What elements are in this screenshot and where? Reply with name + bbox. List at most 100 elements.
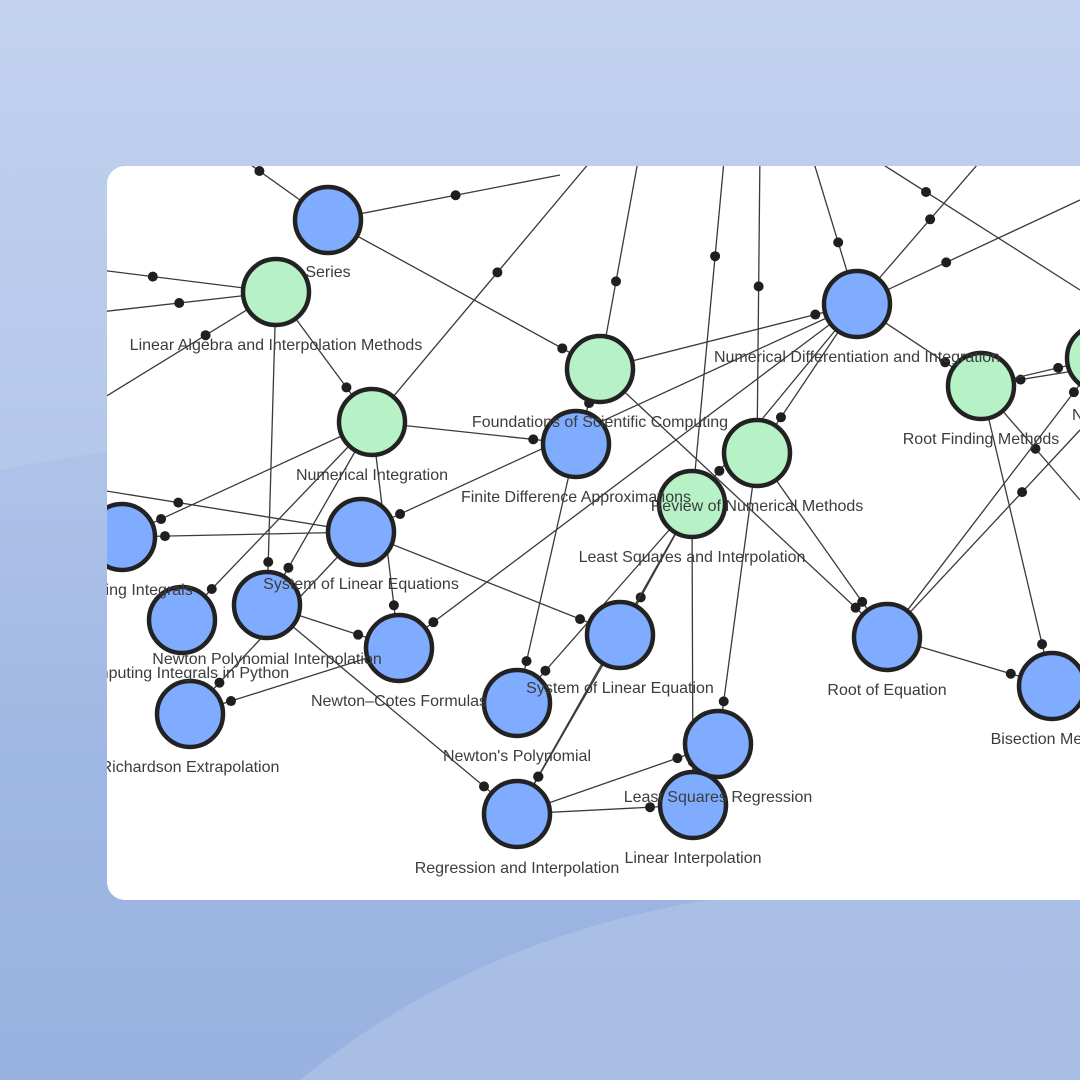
edge-arrow-dot xyxy=(533,771,544,782)
edge-foundation-rootofeq xyxy=(599,368,888,638)
node-newtonspoly[interactable] xyxy=(481,667,553,739)
edge-arrow-dot xyxy=(857,596,868,607)
edge-midpoint-dot xyxy=(1017,487,1028,498)
edge-midpoint-dot xyxy=(450,190,461,201)
node-label-newtoncotes: Newton–Cotes Formulas xyxy=(311,693,487,710)
node-syslin2[interactable] xyxy=(584,599,656,671)
node-leastsq[interactable] xyxy=(656,468,728,540)
edge-arrow-dot xyxy=(540,665,551,676)
edge-arrow-dot xyxy=(1053,362,1064,373)
offscreen-edges xyxy=(107,166,1080,638)
edge-midpoint-dot xyxy=(200,330,211,341)
edge-arrow-dot xyxy=(263,557,274,568)
node-label-regression: Regression and Interpolation xyxy=(415,860,620,877)
offscreen-edge xyxy=(886,429,1080,638)
edge-arrow-dot xyxy=(1068,387,1079,398)
node-nright[interactable] xyxy=(1064,325,1080,391)
node-linalg[interactable] xyxy=(240,256,312,328)
node-label-rootofeq: Root of Equation xyxy=(827,682,946,699)
node-richardson[interactable] xyxy=(154,678,226,750)
edge-midpoint-dot xyxy=(925,214,936,225)
node-label-series: Series xyxy=(305,264,350,281)
edge-arrow-dot xyxy=(341,382,352,393)
edge-arrow-dot xyxy=(353,629,364,640)
edge-newtoncotes-richardson xyxy=(189,647,400,715)
edge-arrow-dot xyxy=(645,802,656,813)
node-integrate[interactable] xyxy=(107,501,158,573)
node-label-richardson: Richardson Extrapolation xyxy=(107,759,279,776)
node-newtoncotes[interactable] xyxy=(363,612,435,684)
node-label-linalg: Linear Algebra and Interpolation Methods xyxy=(130,337,423,354)
node-label-syslin: System of Linear Equations xyxy=(263,576,459,593)
edge-series-foundation xyxy=(327,219,601,370)
node-lsregression[interactable] xyxy=(682,708,754,780)
edge-rootofeq-nright xyxy=(886,383,1080,638)
edge-arrow-dot xyxy=(940,357,951,368)
node-label-newtonspoly: Newton's Polynomial xyxy=(443,748,591,765)
edge-arrow-dot xyxy=(1005,668,1016,679)
offscreen-edge xyxy=(107,490,362,533)
edge-arrow-dot xyxy=(226,696,237,707)
offscreen-edge xyxy=(691,166,725,505)
edge-numdiff-syslin xyxy=(360,303,858,533)
offscreen-edge xyxy=(883,166,1080,291)
edge-midpoint-dot xyxy=(254,166,265,176)
edge-midpoint-dot xyxy=(492,267,503,278)
edge-arrow-dot xyxy=(479,781,490,792)
edge-layer xyxy=(121,219,1080,815)
node-label-rootfind: Root Finding Methods xyxy=(903,431,1060,448)
node-linearinterp[interactable] xyxy=(657,769,729,841)
edge-arrow-dot xyxy=(428,617,439,628)
offscreen-edge xyxy=(327,174,561,221)
node-finitediff[interactable] xyxy=(540,408,612,480)
edge-review-rootofeq xyxy=(756,452,888,638)
node-label-numint: Numerical Integration xyxy=(296,467,448,484)
node-review[interactable] xyxy=(721,417,793,489)
node-numdiff[interactable] xyxy=(821,268,893,340)
node-foundation[interactable] xyxy=(564,333,636,405)
edge-arrow-dot xyxy=(714,465,725,476)
node-label-foundation: Foundations of Scientific Computing xyxy=(472,414,728,431)
node-rootfind[interactable] xyxy=(945,350,1017,422)
edge-arrow-dot xyxy=(156,514,167,525)
node-label-linearinterp: Linear Interpolation xyxy=(625,850,762,867)
node-newtonpoly[interactable] xyxy=(231,569,303,641)
node-label-review: Review of Numerical Methods xyxy=(651,498,864,515)
node-label-leastsq: Least Squares and Interpolation xyxy=(579,549,806,566)
edge-midpoint-dot xyxy=(941,257,952,268)
edge-midpoint-dot xyxy=(174,298,185,308)
node-label-integrate: Integrating Integrals xyxy=(107,582,193,599)
edge-arrow-dot xyxy=(775,412,786,423)
node-syslin[interactable] xyxy=(325,496,397,568)
node-computing[interactable] xyxy=(146,584,218,656)
edge-arrow-dot xyxy=(214,677,225,688)
node-label-numdiff: Numerical Differentiation and Integratio… xyxy=(714,349,1000,366)
edge-arrow-dot xyxy=(718,696,729,707)
node-series[interactable] xyxy=(292,184,364,256)
edge-regression-lsregression xyxy=(516,743,719,815)
node-rootofeq[interactable] xyxy=(851,601,923,673)
node-label-computing: Computing Integrals in Python xyxy=(107,665,289,682)
edge-arrow-dot xyxy=(521,656,532,667)
node-bisection[interactable] xyxy=(1016,650,1080,722)
node-label-bisection: Bisection Method xyxy=(991,731,1080,748)
node-numint[interactable] xyxy=(336,386,408,458)
edge-midpoint-dot xyxy=(611,276,621,287)
edge-arrow-dot xyxy=(159,531,170,542)
edge-arrow-dot xyxy=(575,614,586,625)
node-label-newtonpoly: Newton Polynomial Interpolation xyxy=(152,651,381,668)
node-regression[interactable] xyxy=(481,778,553,850)
edge-arrow-dot xyxy=(388,600,399,611)
offscreen-edge xyxy=(856,199,1080,305)
offscreen-edge xyxy=(756,166,761,454)
edge-newtonpoly-regression xyxy=(266,604,518,815)
edge-arrow-dot xyxy=(810,309,821,320)
offscreen-edge xyxy=(371,166,588,423)
node-label-syslin2: System of Linear Equation xyxy=(526,680,714,697)
edge-numdiff-newtoncotes xyxy=(398,303,858,649)
edge-linalg-newtonpoly xyxy=(266,291,277,606)
node-label-nright: N xyxy=(1072,407,1080,424)
edge-arrow-dot xyxy=(395,509,406,520)
edge-arrow-dot xyxy=(528,434,539,445)
